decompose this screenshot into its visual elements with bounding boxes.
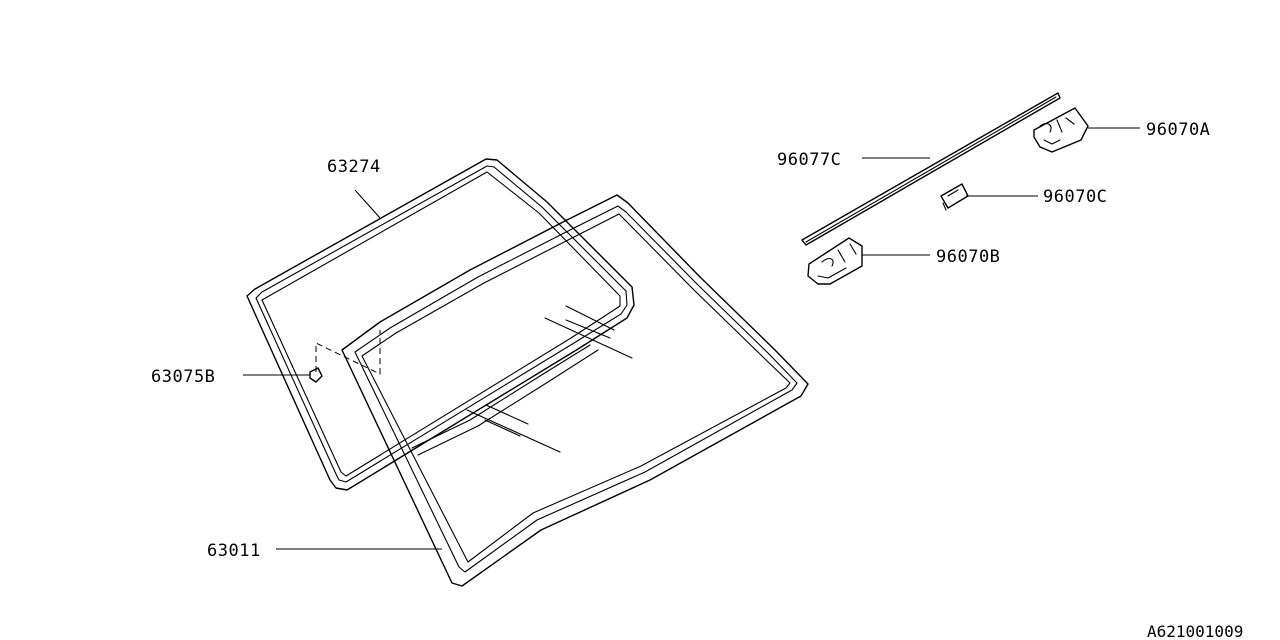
weatherstrip-63274 [246, 158, 635, 491]
label-96070c: 96070C [1043, 187, 1107, 207]
clip-96070a [1033, 107, 1089, 153]
label-63274: 63274 [327, 157, 381, 177]
label-96070a: 96070A [1146, 120, 1210, 140]
molding-96077c [801, 92, 1061, 246]
label-63075b: 63075B [151, 367, 215, 387]
glass-hatch-lines [411, 305, 633, 456]
leader-63274 [354, 189, 381, 219]
clip-63075b [309, 330, 381, 383]
clip-96070c [940, 183, 969, 211]
label-96070b: 96070B [936, 247, 1000, 267]
clip-96070b [807, 237, 863, 285]
reference-code: A621001009 [1147, 622, 1243, 640]
label-96077c: 96077C [777, 150, 841, 170]
windshield-glass-63011 [341, 194, 809, 587]
leader-lines [243, 127, 1140, 550]
label-63011: 63011 [207, 541, 261, 561]
